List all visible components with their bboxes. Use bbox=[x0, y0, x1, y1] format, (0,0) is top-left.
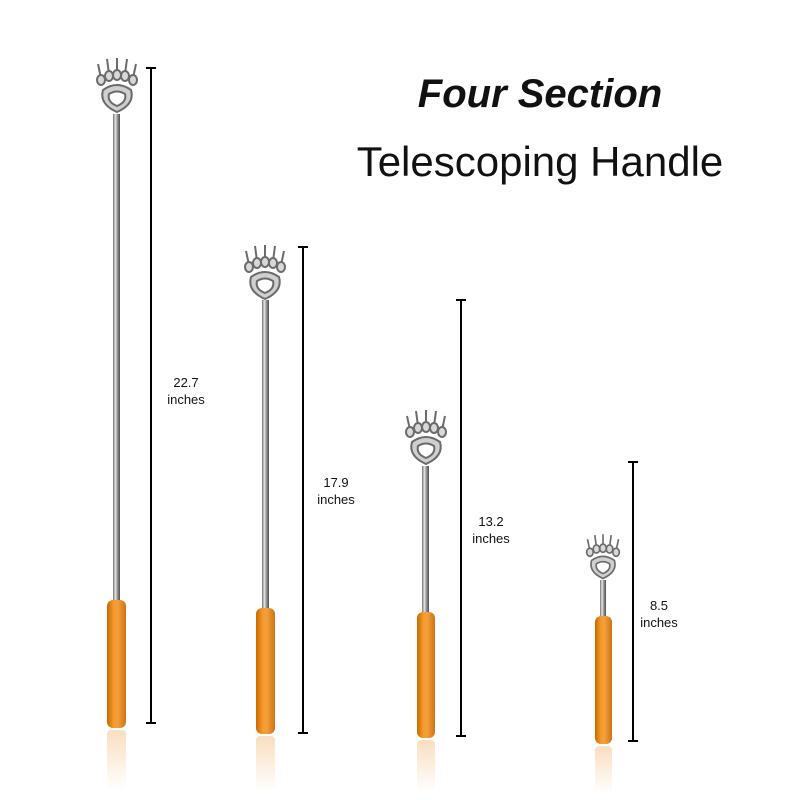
orange-handle bbox=[417, 612, 435, 738]
measure-line bbox=[460, 300, 462, 736]
measure-label: 13.2 inches bbox=[456, 513, 526, 547]
telescoping-rod bbox=[262, 300, 269, 612]
measure-unit: inches bbox=[167, 392, 205, 407]
measure-cap-bottom bbox=[146, 722, 156, 724]
bear-paw-icon bbox=[405, 410, 447, 466]
title-line-1: Four Section bbox=[417, 72, 663, 116]
bear-paw-icon bbox=[244, 245, 286, 301]
bear-paw-icon bbox=[585, 534, 621, 580]
measure-line bbox=[150, 68, 152, 724]
measure-unit: inches bbox=[640, 615, 678, 630]
measure-cap-bottom bbox=[628, 740, 638, 742]
handle-reflection bbox=[417, 740, 435, 792]
orange-handle bbox=[107, 600, 126, 728]
handle-reflection bbox=[595, 746, 612, 794]
orange-handle bbox=[256, 608, 275, 734]
handle-reflection bbox=[256, 736, 275, 791]
measure-label: 22.7 inches bbox=[151, 374, 221, 408]
measure-value: 22.7 bbox=[173, 375, 199, 390]
measure-line bbox=[302, 247, 304, 733]
measure-unit: inches bbox=[317, 492, 355, 507]
measure-cap-bottom bbox=[298, 732, 308, 734]
measure-label: 17.9 inches bbox=[301, 474, 371, 508]
measure-line bbox=[632, 462, 634, 742]
measure-value: 13.2 bbox=[478, 514, 504, 529]
orange-handle bbox=[595, 616, 612, 744]
telescoping-rod bbox=[600, 580, 606, 620]
telescoping-rod bbox=[422, 466, 429, 616]
telescoping-rod bbox=[113, 114, 120, 604]
measure-label: 8.5 inches bbox=[624, 597, 694, 631]
measure-cap-bottom bbox=[456, 735, 466, 737]
measure-value: 17.9 bbox=[323, 475, 349, 490]
bear-paw-icon bbox=[96, 58, 138, 114]
measure-unit: inches bbox=[472, 531, 510, 546]
measure-value: 8.5 bbox=[649, 598, 669, 613]
title-line-2: Telescoping Handle bbox=[356, 138, 724, 185]
handle-reflection bbox=[107, 730, 126, 790]
